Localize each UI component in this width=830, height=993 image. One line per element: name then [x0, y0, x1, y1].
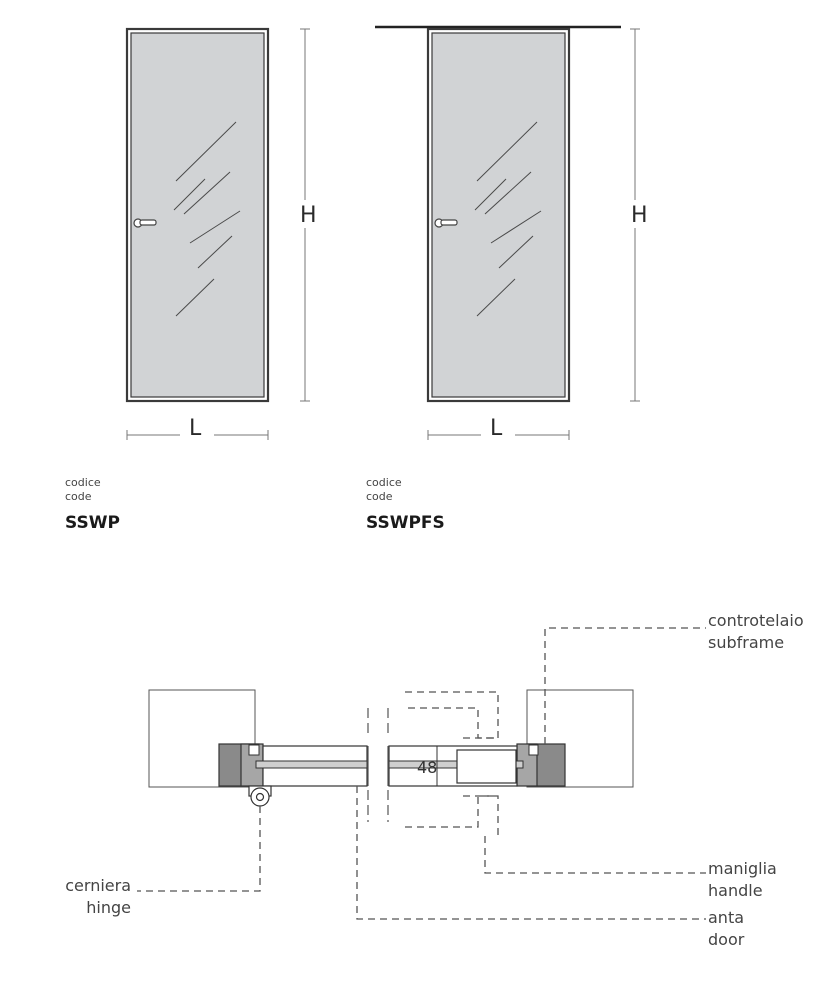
- handle-rose-outline: [463, 737, 498, 797]
- door-glass-panel: [130, 32, 265, 398]
- callout-leader-handle: [484, 836, 706, 874]
- callout-handle-it: maniglia: [708, 859, 777, 878]
- gasket-right: [528, 744, 539, 756]
- width-dimension-sswp: [126, 430, 269, 440]
- product-code-sswpfs: codice code SSWPFS: [366, 476, 445, 533]
- code-label-it: codice: [366, 476, 402, 489]
- code-label-en: code: [366, 490, 393, 503]
- handle-dashed-outline-lower: [405, 795, 499, 836]
- handle-dashed-outline: [405, 691, 499, 739]
- height-label: H: [631, 203, 648, 228]
- door-elevation-sswpfs: H L: [375, 25, 648, 441]
- width-dimension-sswpfs: [427, 430, 570, 440]
- door-handle-icon: [434, 218, 458, 228]
- callout-hinge-en: hinge: [86, 898, 131, 917]
- callout-handle-en: handle: [708, 881, 763, 900]
- height-label: H: [300, 203, 317, 228]
- thickness-label: 48: [417, 758, 437, 777]
- break-lines: [367, 708, 389, 822]
- callout-leader-subframe: [544, 627, 706, 744]
- width-label: L: [490, 416, 503, 441]
- glass-reflection-lines: [173, 121, 241, 317]
- section-drawing: 48: [137, 627, 706, 920]
- gasket-left: [248, 744, 260, 756]
- callout-leader-hinge: [137, 806, 261, 892]
- door-handle-icon: [133, 218, 157, 228]
- callout-leader-door: [356, 786, 706, 920]
- callout-door-en: door: [708, 930, 745, 949]
- glass-strip-right: [388, 760, 524, 769]
- height-dimension-sswpfs: [630, 28, 640, 402]
- handle-body: [456, 749, 517, 784]
- door-glass-panel: [431, 32, 566, 398]
- product-code-sswp: codice code SSWP: [65, 476, 120, 533]
- glass-strip-left: [255, 760, 368, 769]
- callout-hinge-it: cerniera: [65, 876, 131, 895]
- hinge-icon: [248, 785, 272, 807]
- code-label-it: codice: [65, 476, 101, 489]
- callout-subframe-it: controtelaio: [708, 611, 804, 630]
- product-code: SSWPFS: [366, 513, 445, 533]
- product-code: SSWP: [65, 513, 120, 533]
- code-label-en: code: [65, 490, 92, 503]
- height-dimension-sswp: [300, 28, 310, 402]
- door-elevation-sswp: H L: [125, 27, 317, 441]
- glass-reflection-lines: [474, 121, 542, 317]
- callout-subframe-en: subframe: [708, 633, 784, 652]
- width-label: L: [189, 416, 202, 441]
- callout-door-it: anta: [708, 908, 744, 927]
